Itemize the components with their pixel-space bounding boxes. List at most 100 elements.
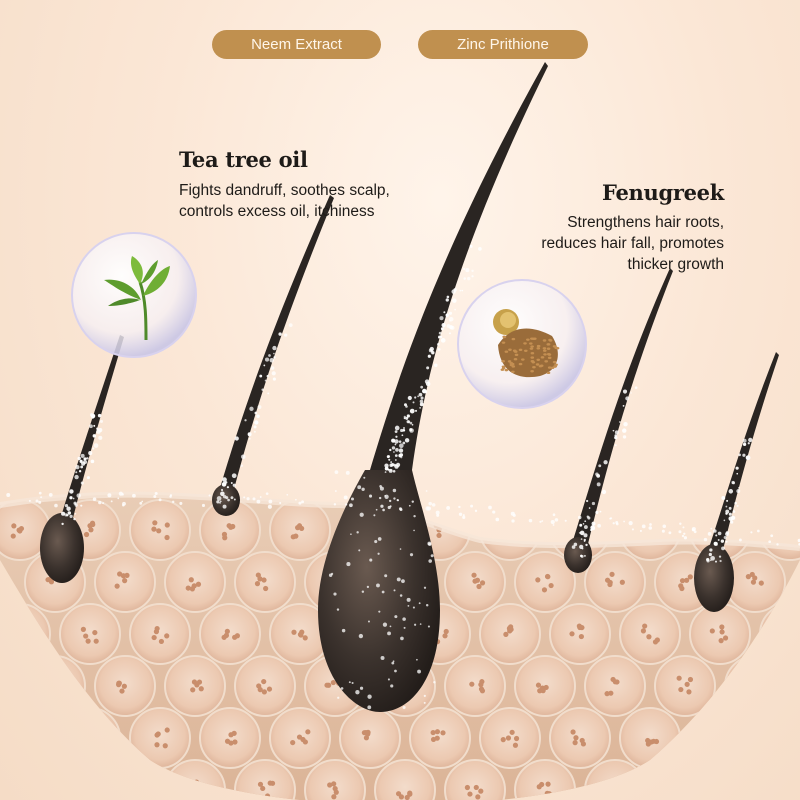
tea-leaf-icon bbox=[104, 256, 170, 341]
cell-nucleus-dot bbox=[476, 583, 482, 590]
particle bbox=[269, 358, 275, 363]
seed bbox=[504, 368, 509, 372]
particle bbox=[6, 492, 11, 497]
cell-nucleus-dot bbox=[541, 587, 548, 593]
particle bbox=[736, 489, 741, 493]
cell-nucleus-dot bbox=[93, 638, 99, 644]
particle bbox=[264, 357, 270, 362]
particle bbox=[154, 491, 158, 496]
cell-nucleus-dot bbox=[266, 686, 273, 692]
particle bbox=[70, 496, 73, 499]
particle bbox=[406, 597, 411, 602]
particle bbox=[736, 504, 739, 508]
particle bbox=[80, 453, 85, 458]
cell-nucleus-dot bbox=[18, 525, 25, 532]
particle bbox=[402, 706, 406, 710]
particle bbox=[246, 497, 250, 501]
particle bbox=[725, 540, 728, 543]
particle bbox=[425, 490, 428, 492]
particle bbox=[220, 488, 223, 491]
seed bbox=[532, 365, 536, 369]
cell-nucleus-dot bbox=[640, 535, 647, 541]
particle bbox=[623, 421, 628, 427]
particle bbox=[615, 521, 619, 525]
particle bbox=[407, 395, 412, 401]
particle bbox=[380, 504, 384, 508]
particle bbox=[387, 678, 390, 681]
particle bbox=[334, 470, 339, 475]
cell-nucleus-dot bbox=[725, 743, 731, 749]
particle bbox=[267, 504, 272, 509]
cell-nucleus-dot bbox=[302, 635, 308, 641]
seed bbox=[546, 371, 551, 375]
particle bbox=[445, 313, 449, 317]
particle bbox=[74, 474, 79, 480]
particle bbox=[414, 623, 417, 626]
particle bbox=[440, 338, 446, 343]
cell-nucleus-dot bbox=[749, 571, 755, 578]
cell-nucleus-dot bbox=[122, 578, 128, 584]
particle bbox=[583, 525, 588, 529]
particle bbox=[86, 476, 90, 480]
cell-nucleus-dot bbox=[787, 532, 794, 538]
particle bbox=[333, 592, 337, 596]
particle bbox=[757, 529, 760, 533]
particle bbox=[336, 608, 340, 611]
particle bbox=[78, 470, 82, 473]
particle bbox=[441, 323, 446, 328]
cell-nucleus-dot bbox=[121, 793, 127, 800]
particle bbox=[738, 486, 740, 489]
cell-nucleus-dot bbox=[514, 533, 520, 539]
seed bbox=[501, 360, 505, 363]
cell-nucleus-dot bbox=[224, 628, 230, 634]
particle bbox=[418, 392, 423, 397]
particle bbox=[107, 493, 112, 498]
cell-nucleus-dot bbox=[718, 638, 724, 644]
follicle-3 bbox=[318, 470, 440, 712]
cell-nucleus-dot bbox=[467, 791, 473, 797]
cell-nucleus-dot bbox=[436, 532, 442, 539]
cell-nucleus-dot bbox=[719, 624, 725, 630]
particle bbox=[92, 497, 97, 501]
fenugreek-title: Fenugreek bbox=[602, 180, 724, 205]
cell-nucleus-dot bbox=[434, 729, 441, 735]
cell-nucleus-dot bbox=[94, 741, 101, 747]
particle bbox=[393, 497, 396, 500]
cell-nucleus-dot bbox=[604, 691, 610, 697]
particle bbox=[445, 298, 449, 302]
particle bbox=[409, 421, 413, 425]
cell-nucleus-dot bbox=[580, 741, 587, 747]
particle bbox=[417, 395, 420, 398]
particle bbox=[449, 332, 451, 335]
seed bbox=[507, 360, 512, 363]
particle bbox=[731, 515, 736, 520]
particle bbox=[395, 448, 399, 452]
particle bbox=[406, 414, 410, 418]
particle bbox=[398, 507, 402, 511]
particle bbox=[631, 528, 634, 531]
seed bbox=[510, 362, 515, 366]
particle bbox=[707, 532, 712, 536]
particle bbox=[216, 496, 222, 501]
particle bbox=[366, 585, 370, 589]
particle bbox=[88, 451, 93, 456]
seed bbox=[536, 344, 541, 348]
particle bbox=[141, 500, 144, 503]
particle bbox=[742, 453, 746, 457]
particle bbox=[609, 517, 613, 520]
particle bbox=[301, 500, 304, 504]
particle bbox=[739, 538, 742, 542]
cell-nucleus-dot bbox=[121, 683, 127, 689]
particle bbox=[420, 385, 424, 389]
cell-nucleus-dot bbox=[195, 581, 202, 587]
particle bbox=[710, 527, 713, 530]
follicle-1 bbox=[40, 513, 84, 583]
cell-nucleus-dot bbox=[472, 578, 478, 584]
skin-cell bbox=[129, 603, 191, 665]
particle bbox=[265, 492, 269, 495]
skin-cell bbox=[619, 499, 681, 561]
particle bbox=[75, 464, 80, 470]
active-particles bbox=[6, 244, 800, 710]
cell-nucleus-dot bbox=[478, 682, 484, 688]
particle bbox=[614, 444, 617, 447]
